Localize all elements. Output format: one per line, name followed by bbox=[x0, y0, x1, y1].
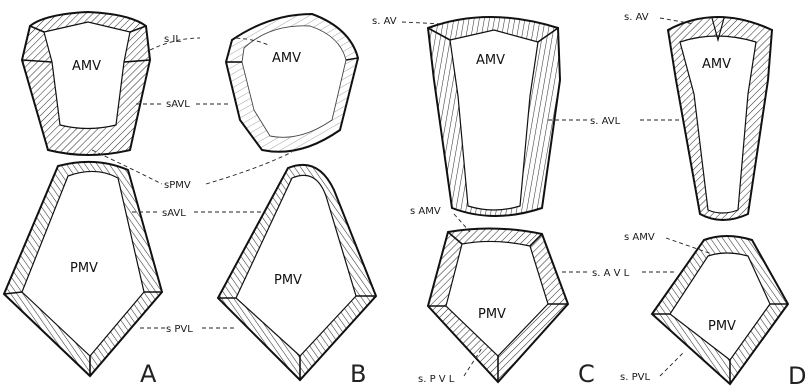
label-s-av-c: s. AV bbox=[372, 16, 397, 27]
label-pmv-b: PMV bbox=[274, 273, 302, 288]
label-pmv-d: PMV bbox=[708, 319, 736, 334]
label-s-il: s IL bbox=[164, 34, 181, 45]
label-pmv-a: PMV bbox=[70, 261, 98, 276]
panel-label-b: B bbox=[350, 360, 366, 388]
specimen-a-amv: AMV bbox=[22, 12, 150, 155]
label-s-avl-ab: sAVL bbox=[162, 208, 186, 219]
panel-label-d: D bbox=[788, 362, 806, 388]
specimen-d-amv: AMV bbox=[668, 17, 772, 220]
label-s-avl-a: sAVL bbox=[166, 99, 190, 110]
label-s-amv-d: s AMV bbox=[624, 232, 655, 243]
specimen-b-pmv: PMV bbox=[218, 165, 376, 380]
label-amv-b: AMV bbox=[272, 51, 301, 66]
label-s-av-d: s. AV bbox=[624, 12, 649, 23]
specimen-c-amv: AMV bbox=[428, 17, 560, 216]
label-amv-a: AMV bbox=[72, 59, 101, 74]
panel-label-c: C bbox=[578, 360, 595, 388]
label-s-pvl-d: s. PVL bbox=[620, 372, 650, 383]
label-s-amv-c: s AMV bbox=[410, 206, 441, 217]
specimen-a-pmv: PMV bbox=[4, 162, 162, 376]
specimen-d-pmv: PMV bbox=[652, 236, 788, 384]
label-s-pvl-c: s. P V L bbox=[418, 374, 455, 385]
leader-lines bbox=[92, 18, 712, 376]
label-s-avl-cd: s. AVL bbox=[590, 116, 621, 127]
specimen-b-amv: AMV bbox=[226, 14, 358, 152]
panel-label-a: A bbox=[140, 360, 157, 388]
label-pmv-c: PMV bbox=[478, 307, 506, 322]
label-s-avl-lower: s. A V L bbox=[592, 268, 630, 279]
specimen-c-pmv: PMV bbox=[428, 228, 568, 382]
label-amv-c: AMV bbox=[476, 53, 505, 68]
label-s-pmv: sPMV bbox=[164, 180, 191, 191]
label-s-pvl-a: s PVL bbox=[166, 324, 193, 335]
label-amv-d: AMV bbox=[702, 57, 731, 72]
